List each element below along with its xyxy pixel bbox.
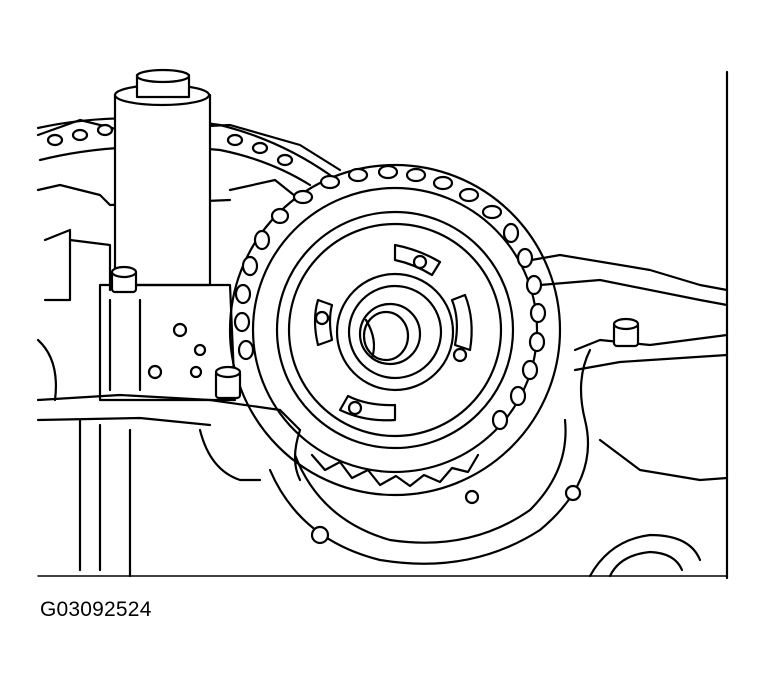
timing-chain-upper-run <box>36 117 332 187</box>
mounting-bolts <box>214 317 640 400</box>
camshaft-sprocket <box>275 210 515 488</box>
engine-timing-illustration <box>36 68 729 580</box>
timing-chain <box>228 163 562 497</box>
bolt-left <box>214 365 242 400</box>
cover-plate <box>36 118 729 578</box>
figure-id-label: G03092524 <box>40 598 152 621</box>
bolt-right <box>612 317 640 348</box>
chain-tensioner <box>98 68 237 402</box>
tensioner-housing <box>43 178 302 302</box>
chain-links <box>233 164 547 431</box>
